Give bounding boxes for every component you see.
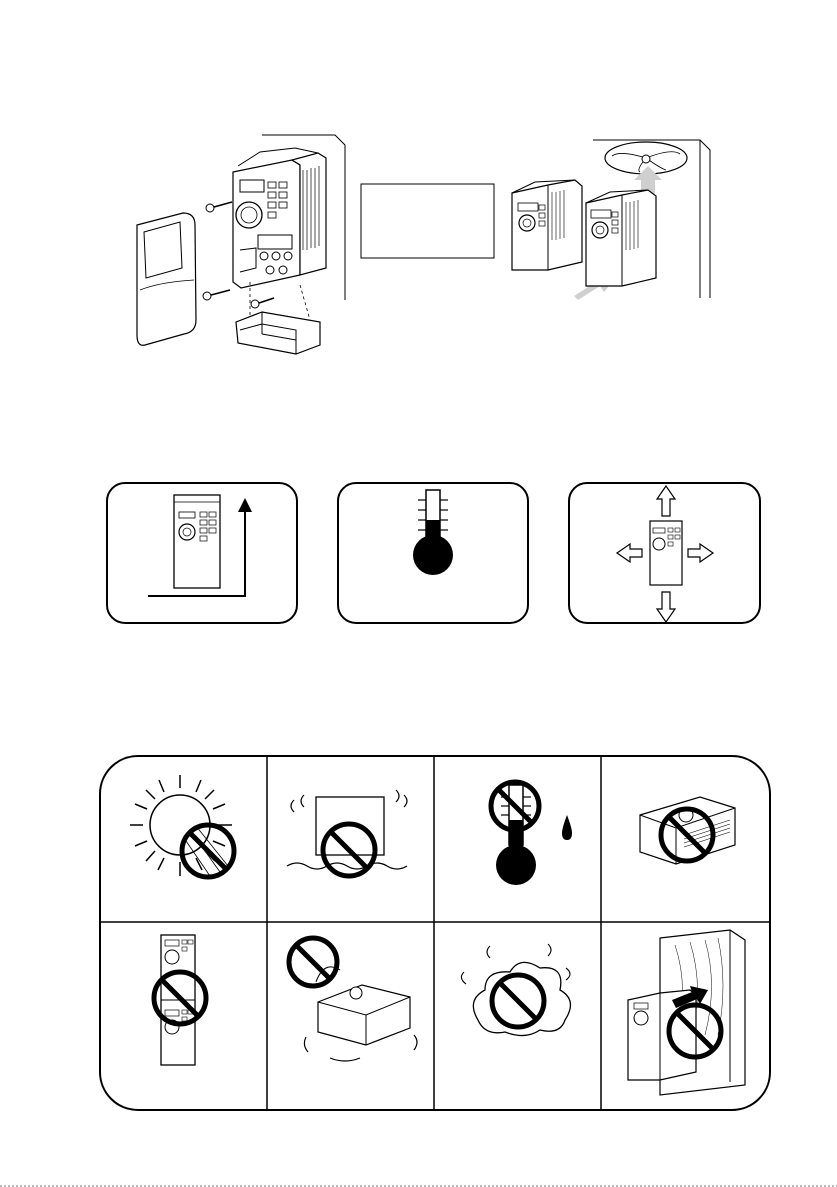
installation-illustration: [137, 135, 710, 354]
drive-unit-back: [512, 180, 582, 270]
vertical-mounting-panel: [107, 483, 297, 623]
conditions-row: [107, 483, 760, 623]
drive-unit-front: [586, 190, 656, 286]
clearance-panel: [569, 483, 760, 623]
front-cover: [137, 213, 196, 345]
temperature-panel: [338, 483, 528, 623]
terminal-cover: [236, 282, 320, 354]
blank-label-box: [361, 184, 494, 258]
drive-unit-exploded: [233, 135, 345, 300]
prohibited-grid: [100, 756, 770, 1110]
